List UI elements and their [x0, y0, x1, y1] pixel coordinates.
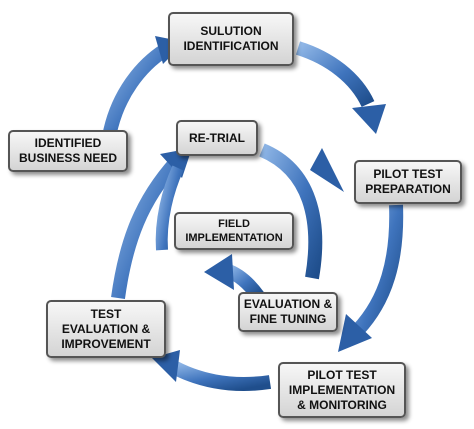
arrow-test-to-retrial	[111, 157, 182, 299]
node-label-line: PREPARATION	[365, 182, 451, 196]
node-label-line: IMPLEMENTATION	[185, 232, 283, 244]
node-label-line: PILOT TEST	[373, 167, 443, 181]
node-label-line: EVALUATION &	[243, 297, 333, 311]
node-label-line: & MONITORING	[297, 397, 387, 412]
node-pilot-test-implementation-monitoring: PILOT TEST IMPLEMENTATION & MONITORING	[278, 362, 406, 418]
node-label-line: SULUTION	[200, 24, 262, 38]
node-label-line: PILOT TEST	[307, 367, 377, 382]
node-label-line: FINE TUNING	[249, 312, 327, 326]
arrow-impl-to-test	[166, 358, 272, 391]
node-evaluation-fine-tuning: EVALUATION & FINE TUNING	[238, 292, 338, 332]
node-label-line: BUSINESS NEED	[18, 151, 118, 165]
arrow-prep-to-impl-head	[338, 314, 372, 352]
node-label-line: RE-TRIAL	[189, 130, 245, 145]
node-label-line: IDENTIFICATION	[183, 39, 279, 53]
node-label-line: IMPLEMENTATION	[288, 382, 396, 397]
node-re-trial: RE-TRIAL	[176, 120, 258, 156]
node-label-line: TEST	[90, 306, 122, 321]
node-label-line: EVALUATION &	[61, 321, 151, 336]
arrow-eval-to-field-head	[204, 254, 234, 290]
node-label-line: FIELD	[218, 218, 250, 230]
node-field-implementation: FIELD IMPLEMENTATION	[174, 212, 294, 250]
node-pilot-test-preparation: PILOT TEST PREPARATION	[354, 160, 462, 204]
node-identified-business-need: IDENTIFIED BUSINESS NEED	[8, 130, 128, 172]
arrow-retrial-to-eval-head	[310, 148, 344, 192]
arrow-retrial-to-eval	[259, 143, 323, 280]
arrow-solution-to-prep	[295, 41, 375, 108]
arrow-impl-to-test-head	[152, 350, 180, 382]
node-solution-identification: SULUTION IDENTIFICATION	[168, 12, 294, 66]
node-test-evaluation-improvement: TEST EVALUATION & IMPROVEMENT	[46, 300, 166, 358]
arrow-retrial-inner	[155, 165, 184, 251]
arrow-need-to-solution	[103, 44, 169, 134]
arrow-prep-to-impl	[352, 204, 404, 335]
node-label-line: IDENTIFIED	[34, 136, 102, 150]
node-label-line: IMPROVEMENT	[61, 336, 151, 351]
arrow-solution-to-prep-head	[352, 104, 386, 134]
